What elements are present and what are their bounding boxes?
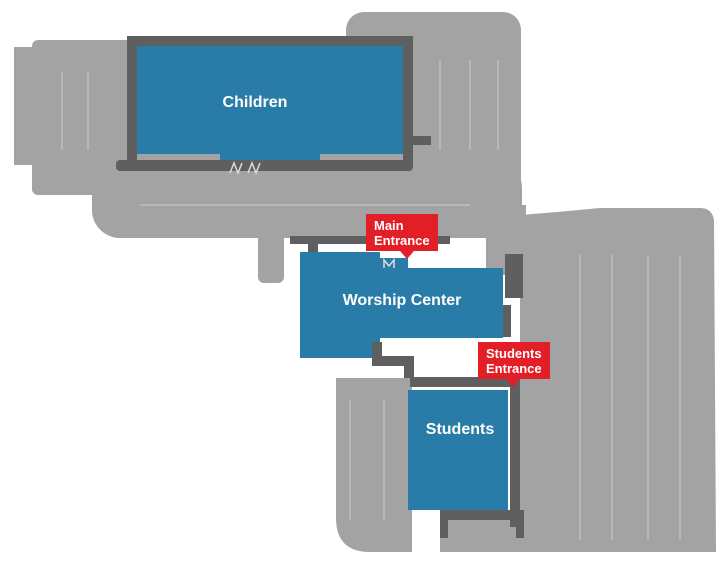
door-icon xyxy=(247,160,261,176)
main-entrance-callout[interactable]: Main Entrance xyxy=(366,214,438,259)
lot-south xyxy=(336,378,412,552)
door-icon xyxy=(229,160,243,176)
parking-stripes xyxy=(61,60,681,540)
door-icon xyxy=(229,160,395,268)
building-students xyxy=(408,390,508,510)
building-worship xyxy=(300,252,503,358)
corridor-step xyxy=(404,356,414,378)
students-wall-top xyxy=(410,377,518,387)
worship-wall-notch xyxy=(372,342,382,364)
children-wall-right xyxy=(403,36,413,166)
worship-center-label: Worship Center xyxy=(342,292,462,309)
worship-wall-right xyxy=(505,254,523,298)
building-children-entry xyxy=(220,150,320,160)
worship-canopy-post xyxy=(308,236,318,256)
children-wall-left xyxy=(127,36,137,166)
worship-wall-inner xyxy=(503,305,511,337)
buildings xyxy=(137,46,508,510)
walkways xyxy=(116,36,524,538)
door-icon xyxy=(383,257,395,268)
students-entrance-callout[interactable]: Students Entrance xyxy=(478,342,550,387)
students-wall-bottom xyxy=(440,510,520,520)
drive-spur xyxy=(258,215,284,283)
students-entrance-line2: Entrance xyxy=(486,361,542,376)
children-wall-bottom xyxy=(116,160,413,171)
drive-middle xyxy=(92,160,522,238)
children-wall-stub xyxy=(403,136,431,145)
main-entrance-line2: Entrance xyxy=(374,233,430,248)
callout-pointer xyxy=(400,251,414,259)
lot-east xyxy=(520,208,716,552)
children-wall-top xyxy=(127,36,413,46)
students-entrance-line1: Students xyxy=(486,346,542,361)
corridor-bottom xyxy=(372,356,412,366)
students-wall-foot-right xyxy=(516,510,524,538)
students-label: Students xyxy=(425,421,495,438)
students-wall-right xyxy=(510,377,520,527)
callout-pointer xyxy=(506,379,520,387)
children-label: Children xyxy=(222,94,288,111)
building-children xyxy=(137,46,403,154)
main-entrance-line1: Main xyxy=(374,218,404,233)
students-wall-foot xyxy=(440,510,448,538)
